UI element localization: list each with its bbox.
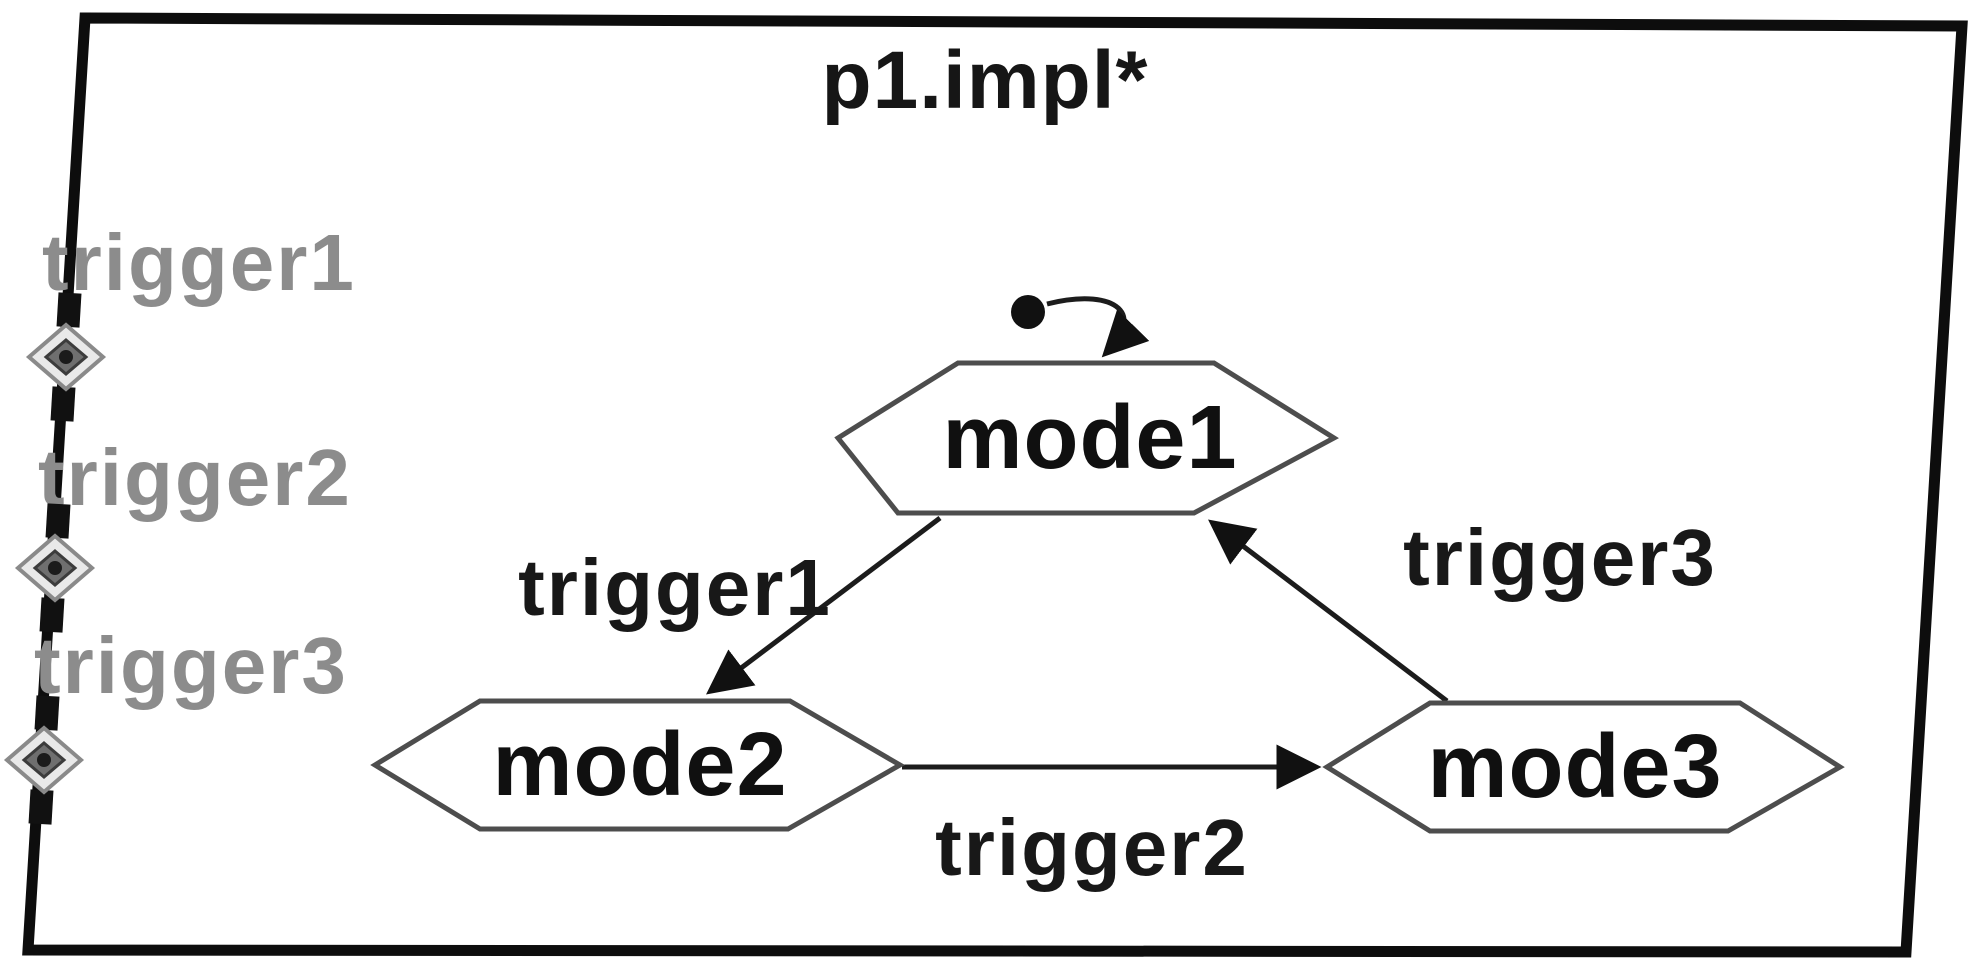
event-port-diamond-icon[interactable] bbox=[14, 533, 96, 603]
mode-label-mode1: mode1 bbox=[942, 388, 1237, 488]
mode-label-mode2: mode2 bbox=[492, 715, 787, 815]
mode-hexagon-mode2[interactable] bbox=[370, 698, 906, 832]
port-trigger3[interactable]: trigger3 bbox=[3, 621, 348, 825]
port-stub bbox=[34, 695, 60, 731]
mode-mode2[interactable]: mode2 bbox=[370, 698, 906, 832]
initial-state[interactable] bbox=[1011, 295, 1150, 358]
port-stub bbox=[28, 789, 54, 825]
port-label-trigger1: trigger1 bbox=[42, 218, 356, 307]
transition-label-trigger2: trigger2 bbox=[935, 803, 1249, 892]
transition-label-trigger1: trigger1 bbox=[518, 543, 832, 632]
port-label-trigger3: trigger3 bbox=[34, 621, 348, 710]
initial-transition-arrow[interactable] bbox=[1046, 296, 1150, 358]
event-port-diamond-icon[interactable] bbox=[3, 725, 85, 795]
transition-line-trigger1[interactable] bbox=[706, 516, 942, 695]
port-stub bbox=[50, 386, 76, 422]
port-stub bbox=[39, 597, 65, 633]
mode-hexagon-mode1[interactable] bbox=[834, 360, 1339, 516]
mode-mode1[interactable]: mode1 bbox=[834, 360, 1339, 516]
initial-state-dot[interactable] bbox=[1011, 295, 1045, 329]
port-trigger2[interactable]: trigger2 bbox=[14, 433, 352, 633]
mode-label-mode3: mode3 bbox=[1427, 717, 1722, 817]
component-frame[interactable] bbox=[22, 12, 1968, 958]
mode-hexagon-mode3[interactable] bbox=[1322, 700, 1845, 834]
port-label-trigger2: trigger2 bbox=[38, 433, 352, 522]
port-stub bbox=[56, 292, 82, 328]
mode-mode3[interactable]: mode3 bbox=[1322, 700, 1845, 834]
transition-line-trigger3[interactable] bbox=[1208, 519, 1449, 703]
event-port-diamond-icon[interactable] bbox=[25, 322, 107, 392]
transition-label-trigger3: trigger3 bbox=[1403, 513, 1717, 602]
port-trigger1[interactable]: trigger1 bbox=[25, 218, 356, 422]
port-stub bbox=[45, 503, 71, 539]
diagram-title: p1.impl* bbox=[822, 35, 1149, 126]
